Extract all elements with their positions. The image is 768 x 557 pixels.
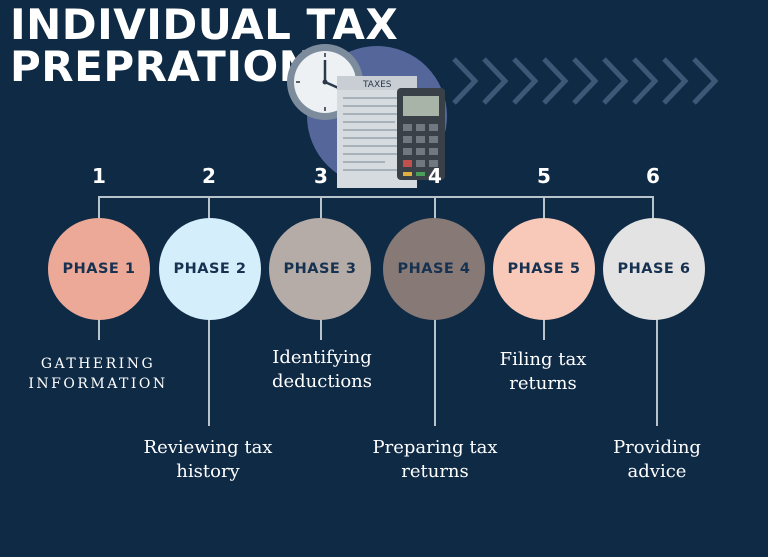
phase-description-2: Reviewing tax history	[128, 436, 288, 484]
step-number-2: 2	[194, 164, 224, 188]
connector-bottom-6	[656, 318, 658, 426]
phase-label: PHASE 1	[63, 261, 136, 277]
phase-label: PHASE 6	[618, 261, 691, 277]
connector-top-2	[208, 196, 210, 220]
chevron-icon	[574, 59, 595, 103]
step-number-1: 1	[84, 164, 114, 188]
connector-bottom-3	[320, 318, 322, 340]
phase-description-4: Preparing tax returns	[355, 436, 515, 484]
chevron-icon	[484, 59, 505, 103]
step-number-4: 4	[420, 164, 450, 188]
chevron-icon	[634, 59, 655, 103]
connector-top-5	[543, 196, 545, 220]
connector-top-6	[652, 196, 654, 220]
phase-description-3: Identifying deductions	[247, 346, 397, 394]
phase-label: PHASE 4	[398, 261, 471, 277]
phase-circle-6: PHASE 6	[603, 218, 705, 320]
connector-bottom-4	[434, 318, 436, 426]
title-line-1: INDIVIDUAL TAX	[10, 4, 398, 46]
phase-circle-5: PHASE 5	[493, 218, 595, 320]
phase-circle-4: PHASE 4	[383, 218, 485, 320]
connector-top-4	[434, 196, 436, 220]
chevron-arrows-decoration	[452, 56, 742, 106]
step-number-5: 5	[529, 164, 559, 188]
connector-bottom-2	[208, 318, 210, 426]
tax-document-label: TAXES	[362, 80, 392, 90]
phase-description-5: Filing tax returns	[468, 348, 618, 396]
chevron-icon	[604, 59, 625, 103]
phase-label: PHASE 3	[284, 261, 357, 277]
step-number-3: 3	[306, 164, 336, 188]
phase-description-6: Providing advice	[587, 436, 727, 484]
chevron-icon	[694, 59, 715, 103]
connector-bottom-1	[98, 318, 100, 340]
phase-circle-2: PHASE 2	[159, 218, 261, 320]
phase-description-1: GATHERING INFORMATION	[8, 354, 188, 394]
connector-top-1	[98, 196, 100, 220]
phase-label: PHASE 5	[508, 261, 581, 277]
connector-top-3	[320, 196, 322, 220]
chevron-icon	[544, 59, 565, 103]
chevron-icon	[514, 59, 535, 103]
phase-label: PHASE 2	[174, 261, 247, 277]
step-number-6: 6	[638, 164, 668, 188]
connector-bottom-5	[543, 318, 545, 340]
chevron-icon	[454, 59, 475, 103]
timeline-connector	[99, 196, 654, 198]
phase-circle-1: PHASE 1	[48, 218, 150, 320]
chevron-icon	[664, 59, 685, 103]
phase-circle-3: PHASE 3	[269, 218, 371, 320]
